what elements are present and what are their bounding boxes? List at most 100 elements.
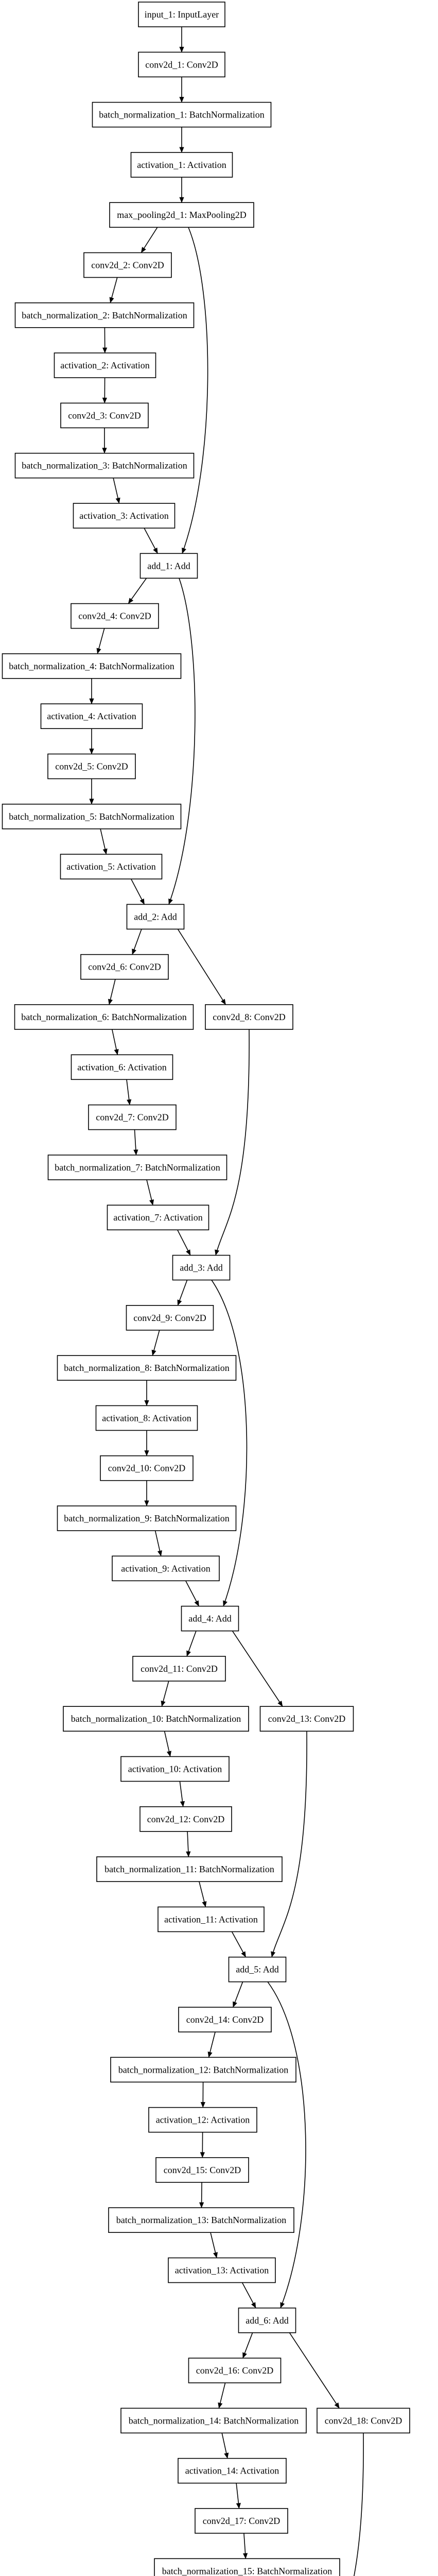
layer-node-batch_normalization_6: batch_normalization_6: BatchNormalizatio… <box>14 1004 194 1030</box>
layer-label-input_1: input_1: InputLayer <box>145 9 219 20</box>
layer-box-activation_9 <box>112 1555 220 1582</box>
edge-add_3-to-add_4 <box>211 1280 248 1607</box>
layer-node-max_pooling2d_1: max_pooling2d_1: MaxPooling2D <box>109 202 254 228</box>
layer-node-activation_11: activation_11: Activation <box>157 1906 265 1933</box>
layer-box-input_1 <box>138 2 225 27</box>
layer-node-batch_normalization_7: batch_normalization_7: BatchNormalizatio… <box>47 1155 227 1180</box>
layer-label-conv2d_7: conv2d_7: Conv2D <box>96 1112 169 1123</box>
layer-label-add_6: add_6: Add <box>246 2315 289 2326</box>
layer-box-conv2d_13 <box>259 1706 354 1732</box>
layer-box-conv2d_1 <box>138 52 225 78</box>
layer-box-activation_5 <box>60 854 163 879</box>
layer-node-batch_normalization_9: batch_normalization_9: BatchNormalizatio… <box>57 1505 237 1531</box>
layer-node-conv2d_8: conv2d_8: Conv2D <box>205 1004 293 1030</box>
edge-batch_normalization_11-to-activation_11 <box>199 1881 207 1907</box>
layer-box-batch_normalization_4 <box>2 653 182 679</box>
layer-box-activation_4 <box>40 703 143 729</box>
layer-box-batch_normalization_2 <box>14 302 195 328</box>
edge-batch_normalization_6-to-activation_6 <box>112 1029 119 1055</box>
edge-batch_normalization_9-to-activation_9 <box>154 1530 162 1556</box>
layer-node-activation_3: activation_3: Activation <box>73 503 176 529</box>
layer-node-batch_normalization_12: batch_normalization_12: BatchNormalizati… <box>110 2057 296 2083</box>
layer-node-add_6: add_6: Add <box>238 2307 296 2333</box>
layer-node-batch_normalization_15: batch_normalization_15: BatchNormalizati… <box>154 2558 340 2576</box>
layer-node-activation_1: activation_1: Activation <box>130 152 233 178</box>
layer-node-activation_4: activation_4: Activation <box>40 703 143 729</box>
layer-box-batch_normalization_11 <box>96 1856 283 1882</box>
layer-box-conv2d_8 <box>205 1004 293 1030</box>
layer-node-conv2d_16: conv2d_16: Conv2D <box>188 2358 282 2383</box>
edge-max_pooling2d_1-to-add_1 <box>182 227 208 554</box>
edge-add_2-to-conv2d_8 <box>177 928 226 1005</box>
layer-box-batch_normalization_13 <box>108 2207 294 2233</box>
layer-box-add_1 <box>139 553 198 579</box>
layer-node-conv2d_15: conv2d_15: Conv2D <box>155 2157 249 2183</box>
layer-label-conv2d_5: conv2d_5: Conv2D <box>55 761 128 772</box>
layer-label-activation_2: activation_2: Activation <box>60 360 149 370</box>
edge-activation_14-to-conv2d_17 <box>236 2483 241 2509</box>
layer-label-batch_normalization_9: batch_normalization_9: BatchNormalizatio… <box>64 1513 229 1523</box>
layer-label-conv2d_8: conv2d_8: Conv2D <box>213 1012 286 1022</box>
layer-node-conv2d_10: conv2d_10: Conv2D <box>100 1455 194 1481</box>
layer-box-conv2d_10 <box>100 1455 194 1481</box>
edge-conv2d_11-to-batch_normalization_10 <box>161 1681 169 1707</box>
layer-label-activation_5: activation_5: Activation <box>66 861 155 872</box>
layer-label-conv2d_11: conv2d_11: Conv2D <box>141 1664 218 1674</box>
layer-node-activation_2: activation_2: Activation <box>54 352 156 378</box>
layer-label-batch_normalization_2: batch_normalization_2: BatchNormalizatio… <box>22 310 187 320</box>
layer-node-conv2d_3: conv2d_3: Conv2D <box>60 402 149 429</box>
layer-label-conv2d_2: conv2d_2: Conv2D <box>91 260 164 270</box>
edge-conv2d_17-to-batch_normalization_15 <box>242 2533 248 2559</box>
layer-box-conv2d_2 <box>83 252 172 278</box>
edge-add_3-to-conv2d_9 <box>177 1280 188 1306</box>
layer-box-batch_normalization_3 <box>14 452 195 479</box>
layer-label-batch_normalization_12: batch_normalization_12: BatchNormalizati… <box>118 2064 288 2075</box>
layer-label-conv2d_4: conv2d_4: Conv2D <box>78 611 151 621</box>
edge-add_5-to-conv2d_14 <box>233 1981 243 2008</box>
edge-batch_normalization_14-to-activation_14 <box>221 2433 229 2459</box>
layer-node-activation_14: activation_14: Activation <box>178 2458 287 2484</box>
edge-conv2d_14-to-batch_normalization_12 <box>207 2031 216 2058</box>
layer-box-add_2 <box>126 904 185 930</box>
layer-node-batch_normalization_3: batch_normalization_3: BatchNormalizatio… <box>14 452 195 479</box>
layer-label-activation_4: activation_4: Activation <box>47 711 136 721</box>
layer-node-conv2d_6: conv2d_6: Conv2D <box>80 954 169 980</box>
layer-label-conv2d_18: conv2d_18: Conv2D <box>325 2415 402 2426</box>
layer-box-conv2d_14 <box>178 2007 272 2032</box>
layer-node-conv2d_13: conv2d_13: Conv2D <box>259 1706 354 1732</box>
layer-node-conv2d_2: conv2d_2: Conv2D <box>83 252 172 278</box>
layer-box-activation_11 <box>157 1906 265 1933</box>
layer-node-activation_5: activation_5: Activation <box>60 854 163 879</box>
edge-conv2d_8-to-add_3 <box>215 1029 250 1256</box>
layer-label-add_2: add_2: Add <box>134 911 177 922</box>
edge-activation_9-to-add_4 <box>185 1580 200 1607</box>
layer-node-conv2d_1: conv2d_1: Conv2D <box>138 52 225 78</box>
layer-box-batch_normalization_6 <box>14 1004 194 1030</box>
layer-label-batch_normalization_14: batch_normalization_14: BatchNormalizati… <box>129 2415 299 2426</box>
layer-label-add_5: add_5: Add <box>236 1964 279 1975</box>
layer-label-batch_normalization_6: batch_normalization_6: BatchNormalizatio… <box>21 1012 186 1022</box>
layer-box-conv2d_15 <box>155 2157 249 2183</box>
layer-node-add_3: add_3: Add <box>172 1255 231 1281</box>
layer-node-input_1: input_1: InputLayer <box>138 2 225 27</box>
layer-node-batch_normalization_10: batch_normalization_10: BatchNormalizati… <box>63 1706 249 1732</box>
edge-conv2d_12-to-batch_normalization_11 <box>186 1831 191 1857</box>
layer-label-batch_normalization_4: batch_normalization_4: BatchNormalizatio… <box>9 661 174 671</box>
layer-box-activation_10 <box>120 1756 230 1782</box>
layer-node-activation_8: activation_8: Activation <box>95 1405 198 1431</box>
edge-batch_normalization_10-to-activation_10 <box>164 1731 171 1757</box>
edge-conv2d_18-to-add_7 <box>354 2433 364 2576</box>
layer-label-add_1: add_1: Add <box>147 561 190 571</box>
layer-box-batch_normalization_5 <box>2 804 182 829</box>
layer-box-conv2d_9 <box>126 1305 214 1331</box>
layer-box-activation_12 <box>148 2107 257 2133</box>
edge-conv2d_16-to-batch_normalization_14 <box>218 2382 226 2409</box>
edge-activation_10-to-conv2d_12 <box>179 1781 185 1807</box>
layer-label-conv2d_10: conv2d_10: Conv2D <box>108 1463 186 1473</box>
layer-node-activation_10: activation_10: Activation <box>120 1756 230 1782</box>
layer-node-conv2d_17: conv2d_17: Conv2D <box>195 2508 288 2534</box>
layer-label-activation_10: activation_10: Activation <box>128 1764 222 1774</box>
layer-label-batch_normalization_3: batch_normalization_3: BatchNormalizatio… <box>22 461 187 471</box>
